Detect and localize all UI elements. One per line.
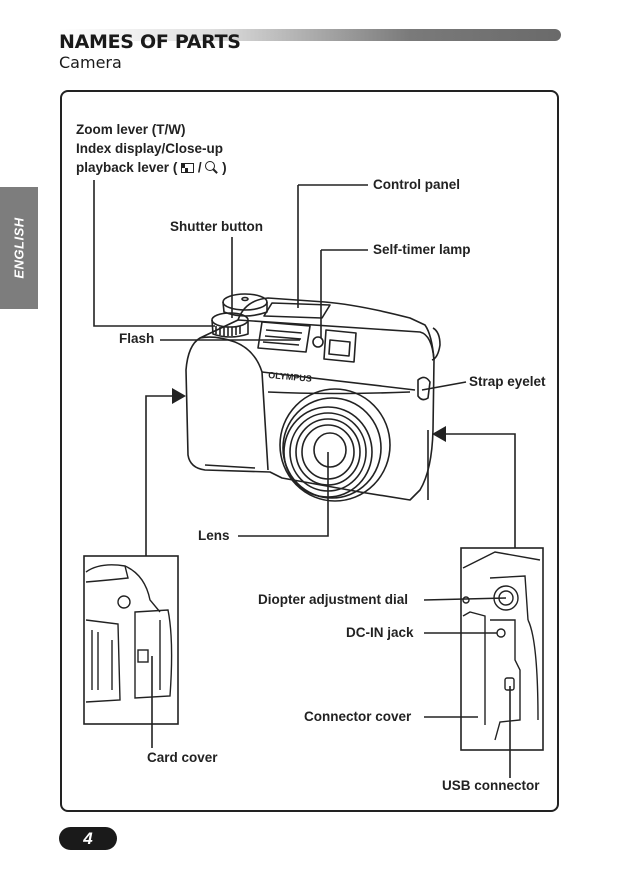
camera-body: [185, 297, 435, 501]
strap-lug: [417, 376, 431, 401]
label-card-cover: Card cover: [147, 750, 218, 765]
dc-in-jack-shape: [496, 628, 506, 638]
arrow-card-cover-icon: [172, 388, 186, 404]
label-playback-lever: playback lever ( / ): [76, 159, 227, 177]
language-tab: ENGLISH: [0, 187, 38, 309]
brand-logo: OLYMPUS: [268, 370, 312, 384]
label-control-panel: Control panel: [373, 177, 460, 192]
label-zoom-lever: Zoom lever (T/W): [76, 122, 186, 137]
leader-connector-arrow: [444, 433, 516, 548]
page-title: NAMES OF PARTS: [59, 31, 241, 53]
label-usb-connector: USB connector: [442, 778, 540, 793]
leader-lens: [238, 452, 329, 537]
index-display-icon: [181, 163, 195, 173]
leader-control-panel: [297, 184, 368, 308]
playback-lever-sep: /: [197, 160, 202, 175]
label-strap-eyelet: Strap eyelet: [469, 374, 546, 389]
card-cover-inset-frame: [83, 555, 179, 725]
leader-diopter: [423, 597, 507, 601]
magnify-icon: [205, 161, 218, 173]
playback-lever-prefix: playback lever (: [76, 160, 178, 175]
playback-lever-suffix: ): [222, 160, 227, 175]
leader-self-timer: [320, 249, 368, 338]
leader-card-cover-arrow: [145, 395, 178, 556]
connector-inset-frame: [460, 547, 544, 751]
header-gradient-bar: [58, 29, 561, 41]
leader-zoom-lever: [93, 180, 215, 327]
leader-strap-eyelet: [421, 381, 467, 391]
lens-glass: [313, 432, 347, 468]
lens-barrel: [279, 388, 391, 502]
label-self-timer-lamp: Self-timer lamp: [373, 242, 471, 257]
label-index-display: Index display/Close-up: [76, 141, 224, 156]
self-timer-lamp-shape: [312, 336, 324, 348]
inset-strap-lug: [117, 595, 131, 609]
card-cover-door: [134, 609, 173, 699]
viewfinder-window: [323, 329, 357, 363]
page-number: 4: [83, 829, 93, 848]
page-number-badge: 4: [59, 827, 117, 850]
label-diopter-dial: Diopter adjustment dial: [258, 592, 409, 607]
diagram-frame: [60, 90, 559, 812]
control-panel-shape: [263, 302, 331, 319]
label-flash: Flash: [119, 331, 155, 346]
label-dc-in-jack: DC-IN jack: [346, 625, 414, 640]
arrow-connector-icon: [432, 426, 446, 442]
label-lens: Lens: [198, 528, 230, 543]
camera-grip: [199, 336, 269, 471]
label-connector-cover: Connector cover: [304, 709, 412, 724]
page-subtitle: Camera: [59, 53, 122, 72]
label-shutter-button: Shutter button: [170, 219, 263, 234]
